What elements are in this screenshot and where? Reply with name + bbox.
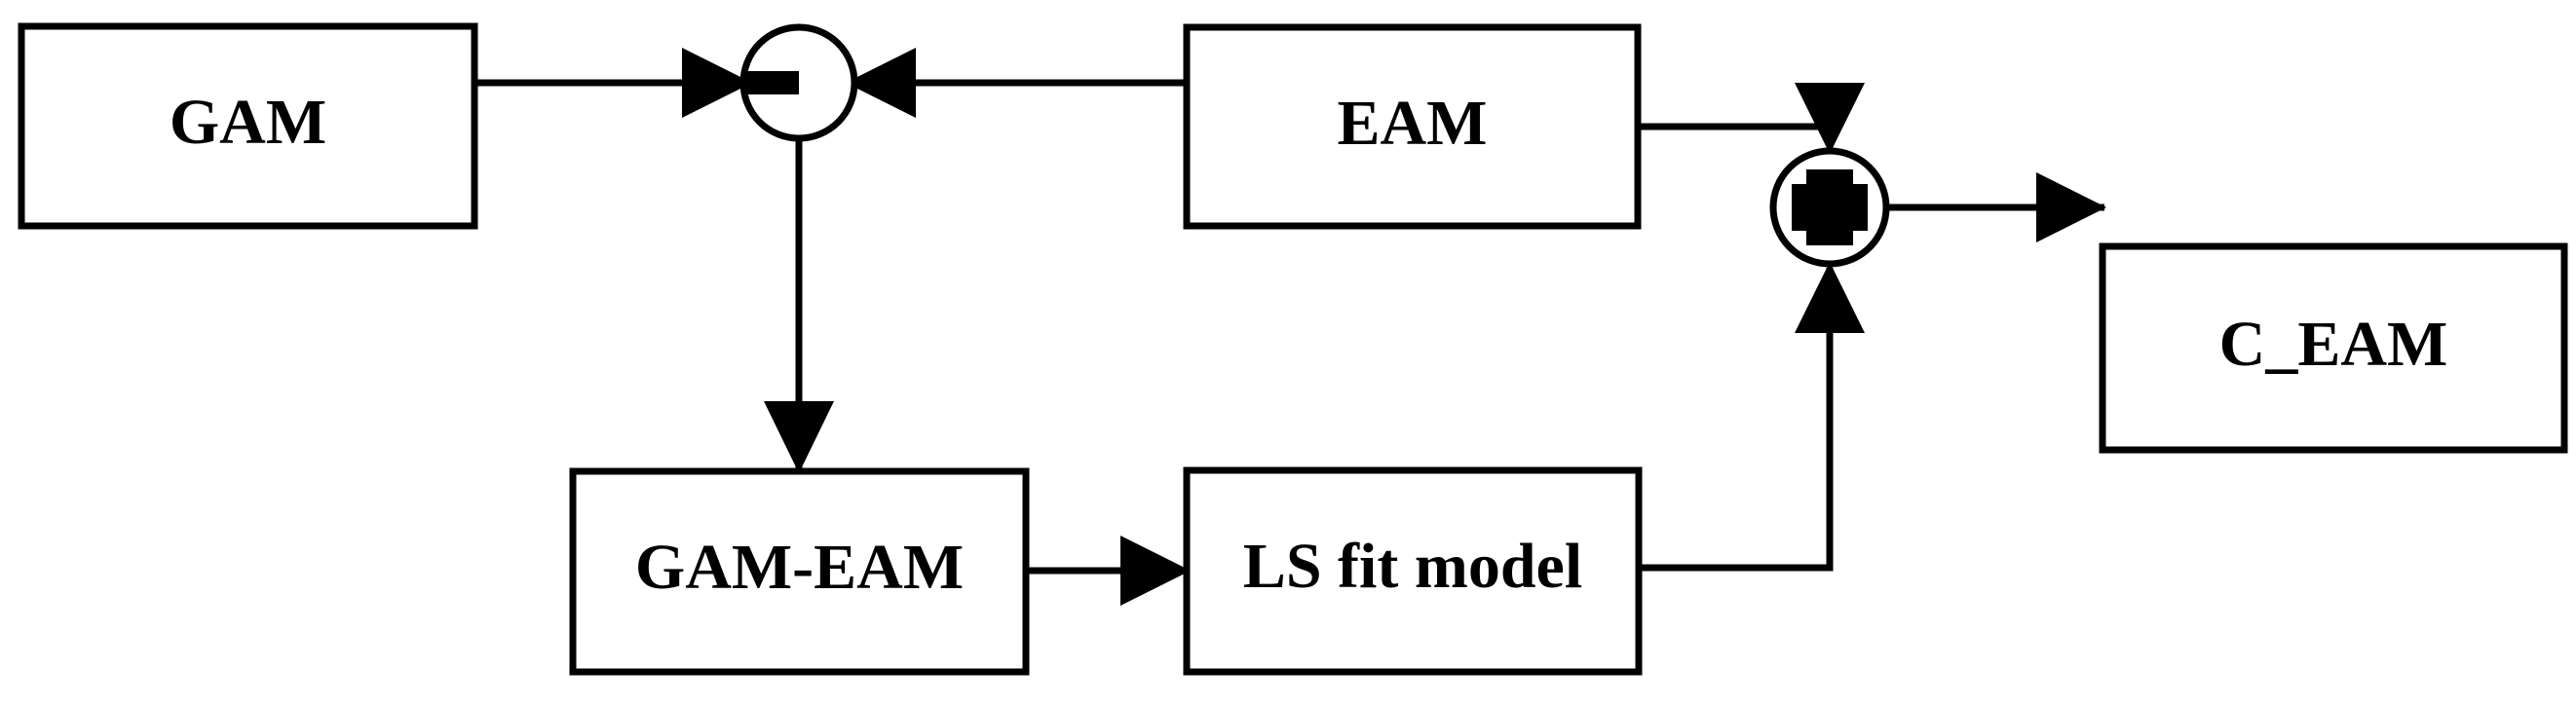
operator-subtract[interactable]	[739, 23, 858, 142]
arrowhead-right-icon	[2036, 172, 2106, 242]
connector-line	[1638, 123, 1834, 149]
operator-add[interactable]	[1769, 147, 1890, 268]
node-eam[interactable]: EAM	[1183, 23, 1642, 230]
plus-icon	[1792, 169, 1868, 245]
node-ls-fit-model[interactable]: LS fit model	[1183, 466, 1643, 676]
arrowhead-down-icon	[764, 401, 834, 473]
edge-eam-to-add	[1638, 83, 1865, 154]
arrowhead-right-icon	[1120, 536, 1191, 606]
node-gam[interactable]: GAM	[18, 22, 478, 230]
node-label: GAM	[170, 87, 326, 158]
arrowhead-down-icon	[1795, 83, 1865, 154]
node-box-shape	[2099, 242, 2568, 454]
node-box-shape	[18, 22, 478, 230]
node-box-shape	[1183, 23, 1642, 230]
edge-ls-fit-to-add	[1639, 262, 1865, 572]
edge-gam-eam-to-ls-fit	[1026, 536, 1191, 606]
node-label: C_EAM	[2219, 309, 2448, 380]
node-gam-eam[interactable]: GAM-EAM	[569, 467, 1030, 676]
node-box-shape	[1183, 466, 1643, 676]
node-label: GAM-EAM	[635, 532, 964, 603]
node-label: LS fit model	[1243, 531, 1582, 602]
edge-add-to-c-eam	[1886, 172, 2106, 242]
connector-line	[1639, 268, 1834, 572]
arrowhead-right-icon	[682, 48, 752, 118]
edge-subtract-to-gam-eam	[764, 138, 834, 473]
node-label: EAM	[1338, 88, 1488, 159]
minus-icon	[742, 71, 799, 94]
node-box-shape	[569, 467, 1030, 676]
node-c-eam[interactable]: C_EAM	[2099, 242, 2568, 454]
edge-gam-to-subtract	[474, 48, 752, 118]
edge-eam-to-subtract	[846, 48, 1187, 118]
arrowhead-left-icon	[846, 48, 916, 118]
arrowhead-up-icon	[1795, 262, 1865, 333]
